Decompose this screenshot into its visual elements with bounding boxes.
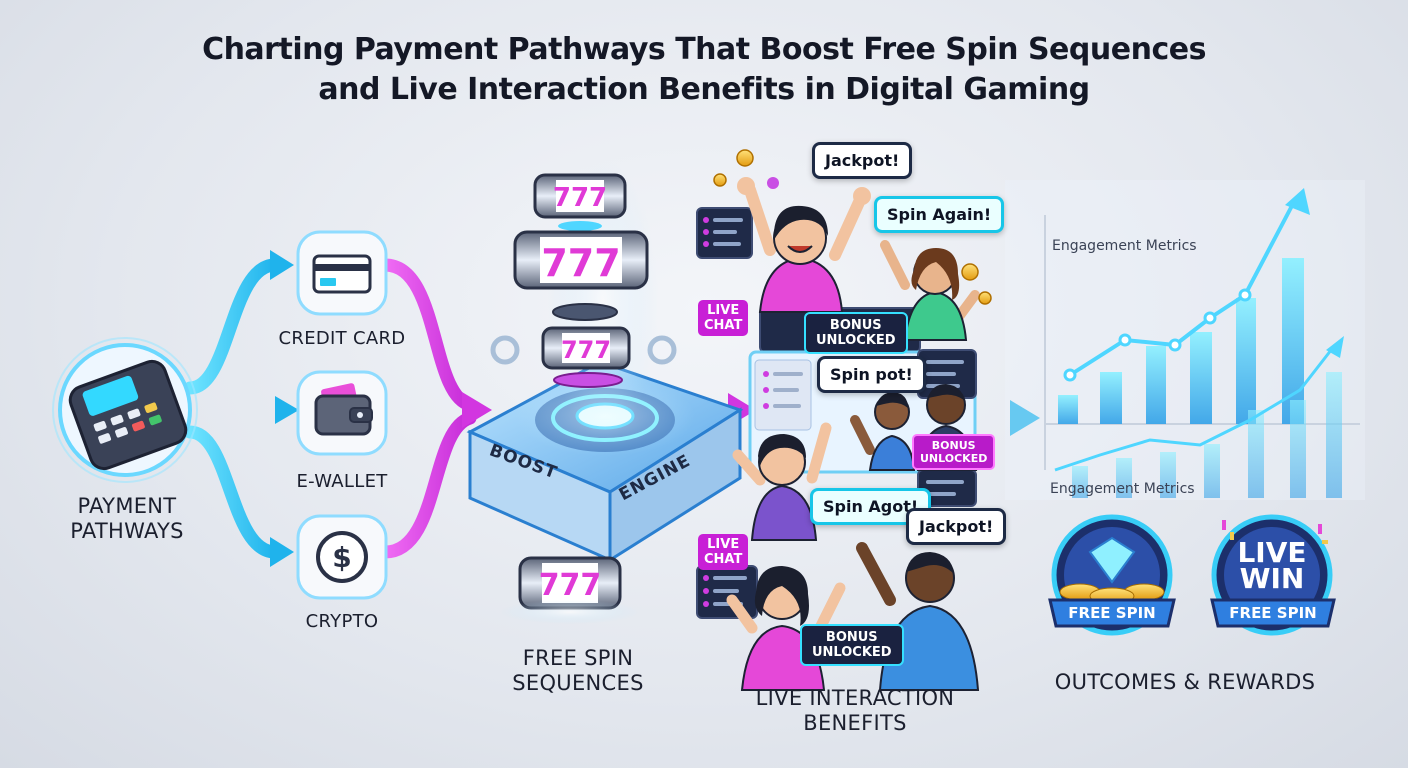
person-waving-green (880, 240, 980, 341)
e-wallet-label: E-WALLET (296, 471, 388, 492)
spin-again-bubble: Spin Again! (874, 196, 1005, 233)
person-cheering-pink (737, 177, 871, 313)
bonus-unlocked-tag-1: BONUS UNLOCKED (804, 312, 908, 354)
engagement-metrics-label-top: Engagement Metrics (1052, 238, 1197, 254)
title-line-2: and Live Interaction Benefits in Digital… (318, 72, 1090, 107)
bonus-unlocked-tag-2: BONUS UNLOCKED (912, 434, 996, 470)
wallet-icon (296, 370, 388, 456)
slot-reel-main: 777 (513, 230, 649, 290)
live-interaction-benefits-label: LIVE INTERACTION BENEFITS (755, 686, 955, 735)
engagement-bar (1326, 372, 1342, 498)
outcomes-rewards-label: OUTCOMES & REWARDS (1054, 670, 1316, 694)
engagement-bar (1248, 410, 1264, 498)
engagement-bars (1058, 258, 1342, 498)
person-cheering-purple (732, 422, 832, 541)
engagement-bar (1072, 466, 1088, 498)
engagement-trend-line (1054, 188, 1344, 472)
reel-disc (552, 303, 618, 321)
engagement-bar (1160, 452, 1176, 498)
credit-card-label: CREDIT CARD (278, 328, 406, 349)
credit-card-icon (296, 230, 388, 316)
slot-reel-middle: 777 (541, 326, 631, 388)
engagement-bar (1058, 395, 1078, 424)
person-pointing-bottom (856, 542, 980, 691)
payment-pathways-label: PAYMENT PATHWAYS (70, 494, 184, 543)
slot-reel-top: 777 (533, 173, 627, 231)
live-chat-tag-top: LIVE CHAT (698, 300, 749, 336)
engagement-metrics-label-bottom: Engagement Metrics (1050, 481, 1195, 497)
title-line-1: Charting Payment Pathways That Boost Fre… (202, 32, 1206, 67)
engagement-bar (1236, 298, 1256, 424)
engagement-bar (1146, 346, 1166, 424)
page-title: Charting Payment Pathways That Boost Fre… (0, 30, 1408, 110)
engagement-bar (1100, 372, 1122, 424)
live-win-badge (1210, 514, 1336, 636)
spin-pot-bubble: Spin pot! (817, 356, 926, 393)
svg-text:777: 777 (541, 241, 620, 285)
payment-terminal-icon (52, 337, 198, 483)
free-spin-badge-label: FREE SPIN (1068, 604, 1156, 622)
live-win-badge-label: LIVE WIN (1237, 536, 1307, 595)
jackpot-bubble-top: Jackpot! (812, 142, 913, 179)
jackpot-bubble-bottom: Jackpot! (906, 508, 1007, 545)
live-chat-tag-bottom: LIVE CHAT (698, 534, 749, 570)
engagement-bar (1204, 444, 1220, 498)
svg-text:$: $ (332, 541, 351, 574)
engagement-bar (1282, 258, 1304, 424)
engagement-bar (1116, 458, 1132, 498)
engagement-bar (1190, 332, 1212, 424)
crypto-label: CRYPTO (305, 611, 379, 632)
bonus-unlocked-tag-3: BONUS UNLOCKED (800, 624, 904, 666)
free-spin-badge (1048, 514, 1176, 636)
dollar-coin-icon: $ (296, 514, 388, 600)
free-spin-sequences-label: FREE SPIN SEQUENCES (512, 646, 644, 695)
svg-text:777: 777 (553, 183, 607, 213)
svg-text:777: 777 (561, 336, 611, 364)
live-win-badge-ribbon: FREE SPIN (1229, 604, 1317, 622)
coin-icons (713, 149, 992, 305)
engagement-chart (1005, 180, 1365, 500)
svg-text:777: 777 (539, 568, 602, 603)
slot-reel-bottom: 777 (500, 556, 640, 624)
engagement-bar (1290, 400, 1306, 498)
